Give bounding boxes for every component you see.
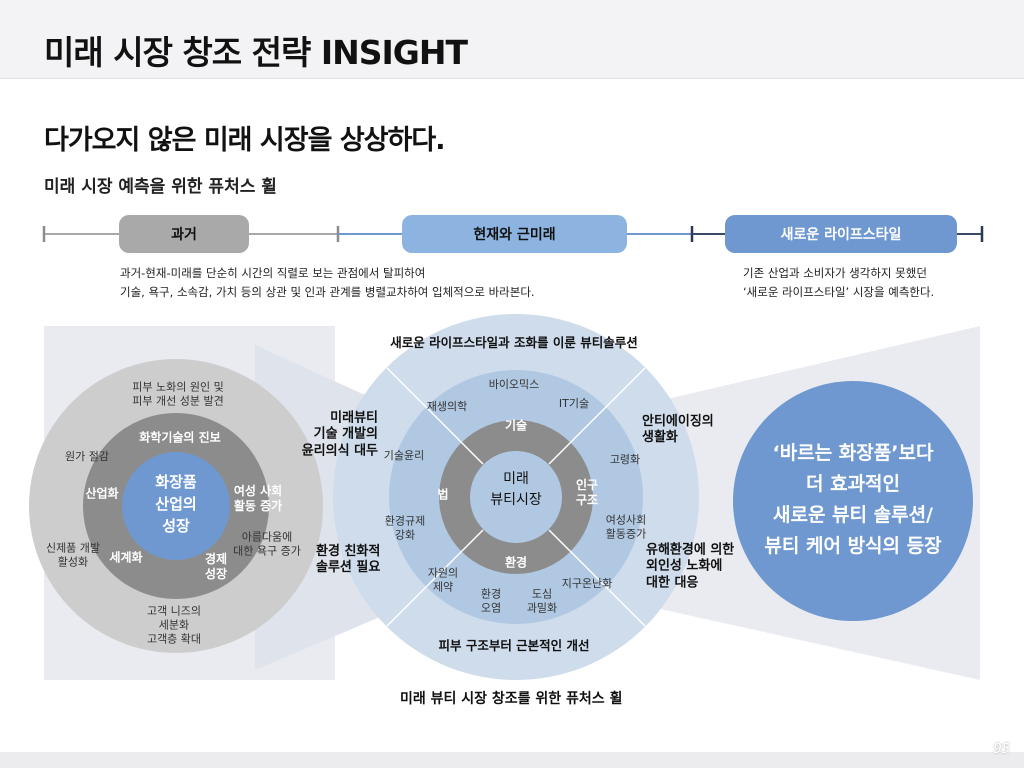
timeline-description-right: 기존 산업과 소비자가 생각하지 못했던 ‘새로운 라이프스타일’ 시장을 예측… (743, 266, 935, 299)
ring-label-industrialization: 산업화 (85, 486, 119, 501)
ring-label-economic-growth: 경제 성장 (204, 552, 228, 581)
outer-label-pollution: 환경 오염 (480, 587, 502, 614)
outer-label-resource: 자원의 제약 (427, 566, 459, 593)
timeline-description-left: 과거-현재-미래를 단순히 시간의 직렬로 보는 관점에서 탈피하여 기술, 욕… (120, 266, 535, 299)
outer-label-cost-reduction: 원가 절감 (65, 450, 109, 464)
stage-present: 현재와 근미래 (402, 215, 627, 253)
outer-label-warming: 지구온난화 (561, 577, 613, 591)
outer-label-ethics: 기술윤리 (383, 449, 425, 463)
ring-label-environment: 환경 (504, 555, 528, 570)
subheadline: 미래 시장 예측을 위한 퓨처스 휠 (44, 177, 277, 197)
ring-label-chemistry: 화학기술의 진보 (139, 430, 221, 445)
diagram-caption: 미래 뷰티 시장 창조를 위한 퓨처스 휠 (400, 691, 623, 707)
ring-label-globalization: 세계화 (109, 550, 143, 565)
outer-label-urban: 도심 과밀화 (526, 587, 558, 614)
outer-label-beauty-desire: 아름다움에 대한 욕구 증가 (233, 530, 301, 557)
outer-label-skin-aging: 피부 노화의 원인 및 피부 개선 성분 발견 (132, 380, 224, 407)
page-number: 95 (993, 742, 1010, 757)
ring-label-law: 법 (437, 487, 449, 502)
center-core-text: 미래 뷰티시장 (490, 471, 542, 508)
result-text: ‘바르는 화장품’보다 더 효과적인 새로운 뷰티 솔루션/ 뷰티 케어 방식의… (764, 442, 942, 557)
outer-label-regen: 재생의학 (426, 400, 468, 414)
outer-label-biomix: 바이오믹스 (488, 378, 540, 392)
stage-past: 과거 (119, 215, 249, 253)
header-bar: 미래 시장 창조 전략 INSIGHT (0, 0, 1024, 79)
left-center-text: 화장품 산업의 성장 (155, 473, 197, 535)
outer-label-new-products: 신제품 개발 활성화 (45, 541, 101, 568)
outer-label-it: IT기술 (558, 397, 590, 411)
note-tech-ethics: 미래뷰티 기술 개발의 윤리의식 대두 (301, 410, 378, 459)
note-anti-aging: 안티에이징의 생활화 (642, 413, 714, 445)
ring-label-population: 인구 구조 (575, 478, 599, 507)
stage-new-lifestyle: 새로운 라이프스타일 (725, 215, 957, 253)
outer-label-aging: 고령화 (609, 453, 641, 467)
outer-label-women: 여성사회 활동증가 (605, 513, 647, 540)
headline: 다가오지 않은 미래 시장을 상상하다. (44, 125, 445, 156)
ring-label-women-activity: 여성 사회 활동 증가 (233, 484, 283, 513)
center-bottom-caption: 피부 구조부터 근본적인 개선 (438, 638, 590, 654)
page-title: 미래 시장 창조 전략 INSIGHT (44, 33, 468, 72)
note-eco-solution: 환경 친화적 솔루션 필요 (316, 543, 381, 575)
result-circle (733, 381, 973, 621)
footer-bar (0, 752, 1024, 768)
left-wheel-center (122, 452, 230, 560)
outer-label-regulation: 환경규제 강화 (384, 514, 426, 541)
outer-label-customer-needs: 고객 니즈의 세분화 고객층 확대 (146, 604, 202, 645)
center-wheel-core (470, 451, 562, 543)
center-top-caption: 새로운 라이프스타일과 조화를 이룬 뷰티솔루션 (390, 335, 638, 351)
note-external-aging: 유해환경에 의한 외인성 노화에 대한 대응 (646, 542, 735, 591)
ring-label-technology: 기술 (504, 418, 528, 433)
